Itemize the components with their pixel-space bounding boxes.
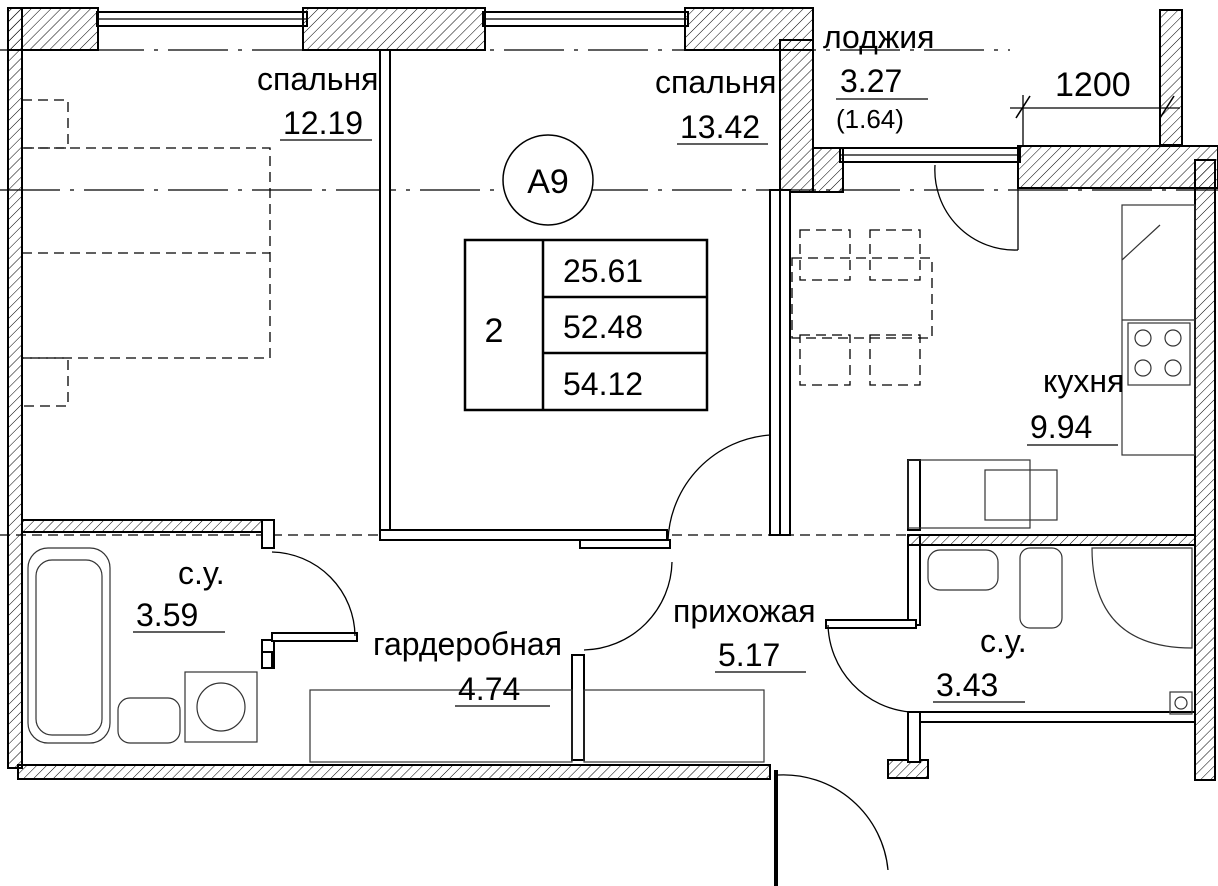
room-name-bedroom-2: спальня (655, 64, 776, 100)
room-name-loggia: лоджия (823, 19, 934, 55)
furniture (21, 99, 1196, 763)
room-name-wardrobe: гардеробная (373, 626, 562, 662)
room-area-bathroom-2: 3.43 (936, 667, 998, 703)
total-area-with-loggia: 54.12 (563, 366, 643, 402)
total-area: 52.48 (563, 309, 643, 345)
room-area-bedroom-1: 12.19 (283, 105, 363, 141)
apartment-code: А9 (527, 163, 569, 201)
interior-walls (21, 49, 1196, 763)
room-name-hallway: прихожая (673, 593, 816, 629)
room-reduced-area-loggia: (1.64) (836, 104, 904, 134)
room-name-bathroom-1: с.у. (178, 555, 225, 591)
loggia-dimension: 1200 (1010, 66, 1180, 145)
room-name-kitchen: кухня (1043, 363, 1124, 399)
room-labels: спальня 12.19 спальня 13.42 лоджия 3.27 … (133, 19, 1124, 707)
room-area-kitchen: 9.94 (1030, 409, 1092, 445)
room-area-loggia: 3.27 (840, 63, 902, 99)
apartment-code-badge: А9 (502, 134, 594, 226)
room-name-bedroom-1: спальня (257, 61, 378, 97)
room-area-hallway: 5.17 (718, 637, 780, 673)
room-area-bedroom-2: 13.42 (680, 109, 760, 145)
doors (271, 164, 1019, 886)
rooms-count: 2 (485, 312, 504, 350)
area-summary-table: 2 25.61 52.48 54.12 (463, 238, 709, 412)
room-name-bathroom-2: с.у. (980, 623, 1027, 659)
room-area-wardrobe: 4.74 (458, 671, 520, 707)
room-area-bathroom-1: 3.59 (136, 597, 198, 633)
exterior-walls (7, 7, 1218, 781)
dimension-value: 1200 (1055, 66, 1131, 104)
living-area: 25.61 (563, 253, 643, 289)
